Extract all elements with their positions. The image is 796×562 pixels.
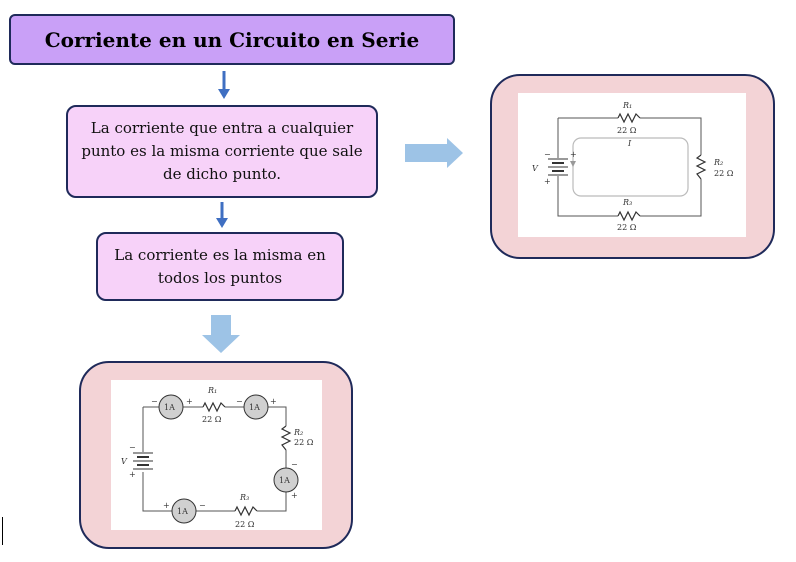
- meter3-minus: −: [291, 460, 298, 469]
- r1-name-b: R₁: [207, 386, 217, 395]
- battery-symbol: [548, 158, 568, 176]
- ammeter-3: 1A: [273, 467, 299, 493]
- r1-name: R₁: [622, 101, 632, 110]
- r2-name-b: R₂: [293, 428, 303, 437]
- battery-plus: +: [544, 177, 551, 186]
- meter4-plus: +: [163, 501, 170, 510]
- ammeter-4-label: 1A: [177, 507, 188, 516]
- circuit-panel-top: R₁ 22 Ω I R₂ 22 Ω R₃ 22 Ω V − + +: [518, 93, 746, 237]
- r3-name-b: R₃: [239, 493, 249, 502]
- r3-name: R₃: [622, 198, 632, 207]
- series-circuit-ammeters-diagram: 1A 1A 1A 1A R₁ 22 Ω R₂ 22 Ω R₃: [121, 386, 314, 529]
- series-circuit-diagram: R₁ 22 Ω I R₂ 22 Ω R₃ 22 Ω V − + +: [532, 101, 734, 232]
- ammeter-1: 1A: [158, 394, 184, 420]
- battery-symbol-b: [133, 452, 153, 470]
- r2-value-b: 22 Ω: [294, 438, 314, 447]
- ammeter-1-label: 1A: [164, 403, 175, 412]
- ammeter-2: 1A: [243, 394, 269, 420]
- source-label-b: V: [121, 457, 128, 466]
- ammeter-4: 1A: [171, 498, 197, 524]
- circuit-panel-bottom: 1A 1A 1A 1A R₁ 22 Ω R₂ 22 Ω R₃: [111, 380, 322, 530]
- arrow-down-block: [202, 315, 240, 353]
- battery-plus-inner: +: [570, 150, 577, 159]
- meter1-plus: +: [186, 397, 193, 406]
- resistor-r1-symbol: [617, 112, 641, 124]
- ammeter-2-label: 1A: [249, 403, 260, 412]
- resistor-r3-symbol: [617, 210, 641, 222]
- meter2-minus: −: [236, 397, 243, 406]
- step-box-current-in-out: La corriente que entra a cualquier punto…: [66, 105, 378, 198]
- step-text-1: La corriente que entra a cualquier punto…: [81, 119, 363, 183]
- step-text-2: La corriente es la misma en todos los pu…: [114, 245, 326, 287]
- resistor-r1-symbol-b: [202, 401, 226, 413]
- arrow-down-1: [218, 71, 230, 99]
- source-label: V: [532, 164, 539, 173]
- diagram-title: Corriente en un Circuito en Serie: [9, 14, 455, 65]
- meter3-plus: +: [291, 491, 298, 500]
- meter1-minus: −: [151, 397, 158, 406]
- r3-value: 22 Ω: [617, 223, 637, 232]
- current-label: I: [627, 139, 632, 148]
- arrow-right-block: [405, 138, 463, 168]
- current-arrow: [570, 161, 576, 167]
- text-cursor: [2, 517, 3, 545]
- battery-minus-b: −: [129, 443, 136, 452]
- resistor-r2-symbol-b: [280, 425, 292, 451]
- meter2-plus: +: [270, 397, 277, 406]
- battery-plus-b: +: [129, 470, 136, 479]
- r2-value: 22 Ω: [714, 169, 734, 178]
- resistor-r3-symbol-b: [234, 505, 258, 517]
- resistor-r2-symbol: [695, 154, 707, 180]
- battery-minus: −: [544, 150, 551, 159]
- r1-value: 22 Ω: [617, 126, 637, 135]
- meter4-minus: −: [199, 501, 206, 510]
- r1-value-b: 22 Ω: [202, 415, 222, 424]
- ammeter-3-label: 1A: [279, 476, 290, 485]
- r3-value-b: 22 Ω: [235, 520, 255, 529]
- arrow-down-2: [216, 202, 228, 228]
- step-box-current-same: La corriente es la misma en todos los pu…: [96, 232, 344, 301]
- r2-name: R₂: [713, 158, 723, 167]
